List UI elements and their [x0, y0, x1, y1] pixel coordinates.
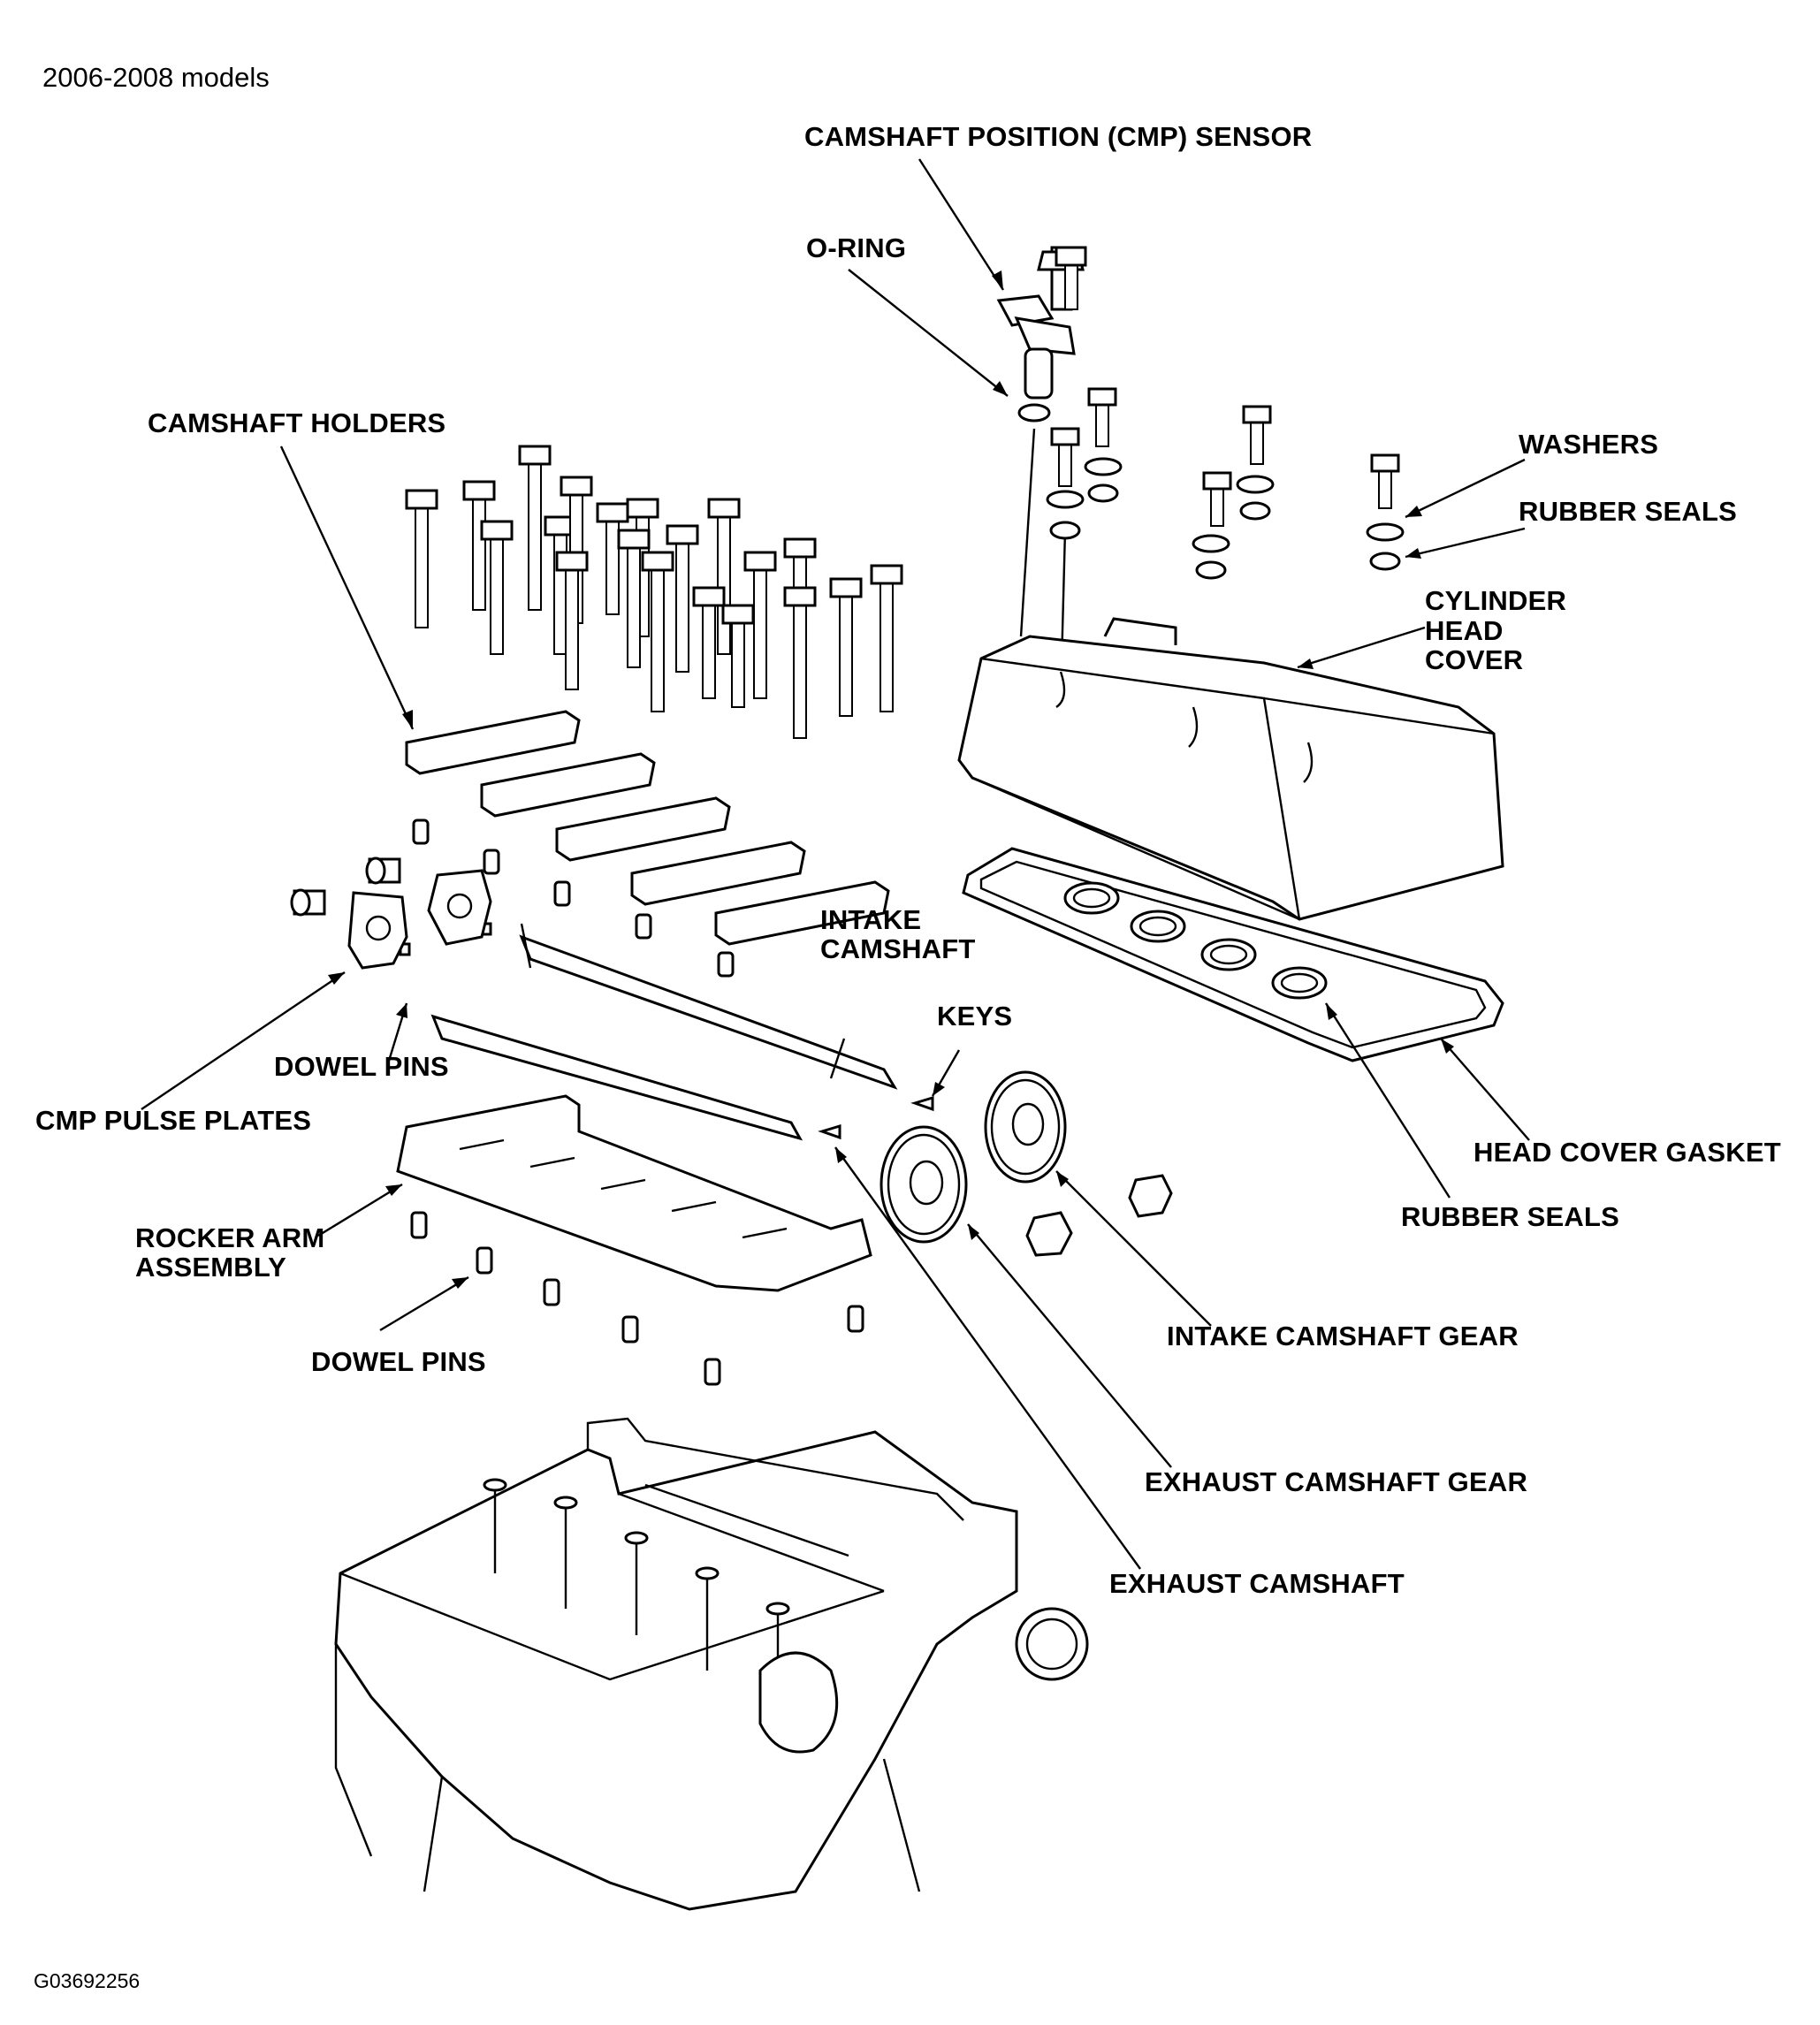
- leader-lines: [141, 158, 1530, 1570]
- gear-bolts: [1025, 1174, 1173, 1257]
- figure-id: G03692256: [34, 1969, 141, 1992]
- label-rubber-seals-bottom: RUBBER SEALS: [1401, 1201, 1619, 1232]
- label-head-cover-gasket: HEAD COVER GASKET: [1474, 1137, 1781, 1168]
- label-cylinder-head-cover-line1: CYLINDER: [1425, 585, 1567, 616]
- camshaft-holders-parts: [405, 710, 890, 946]
- exhaust-camshaft-gear-part: [880, 1125, 968, 1244]
- label-dowel-pins-lower: DOWEL PINS: [311, 1346, 486, 1377]
- label-washers: WASHERS: [1519, 429, 1659, 460]
- head-cover-gasket: [962, 847, 1504, 1062]
- label-exhaust-camshaft: EXHAUST CAMSHAFT: [1109, 1568, 1405, 1599]
- cylinder-head-part: [334, 1417, 1089, 1911]
- label-cmp-pulse-plates: CMP PULSE PLATES: [35, 1105, 312, 1136]
- label-cylinder-head-cover-line3: COVER: [1425, 644, 1524, 675]
- holder-bolts: [405, 445, 903, 739]
- intake-camshaft-gear-part: [984, 1070, 1067, 1184]
- label-rubber-seals-top: RUBBER SEALS: [1519, 496, 1737, 527]
- label-o-ring: O-RING: [806, 232, 907, 263]
- label-intake-camshaft-line1: INTAKE: [820, 904, 922, 935]
- dowel-pins-upper-parts: [399, 818, 735, 978]
- label-intake-camshaft-gear: INTAKE CAMSHAFT GEAR: [1167, 1321, 1519, 1351]
- intake-camshaft-part: [519, 923, 898, 1090]
- exhaust-camshaft-part: [430, 1014, 803, 1141]
- label-exhaust-camshaft-gear: EXHAUST CAMSHAFT GEAR: [1145, 1466, 1528, 1497]
- key-part: [910, 1095, 934, 1112]
- cylinder-head-cover: [957, 617, 1504, 921]
- label-cylinder-head-cover-line2: HEAD: [1425, 615, 1504, 646]
- key-part: [818, 1123, 841, 1140]
- rocker-arm-assembly-part: [396, 1094, 872, 1292]
- label-rocker-arm-line2: ASSEMBLY: [135, 1252, 286, 1283]
- dowel-pins-lower-parts: [410, 1211, 864, 1386]
- label-cmp-sensor: CAMSHAFT POSITION (CMP) SENSOR: [804, 121, 1313, 152]
- label-dowel-pins-upper: DOWEL PINS: [274, 1051, 449, 1082]
- cover-bolts: [1046, 246, 1405, 580]
- label-intake-camshaft-line2: CAMSHAFT: [820, 933, 976, 964]
- label-keys: KEYS: [937, 1001, 1013, 1032]
- o-ring-part: [1017, 403, 1051, 423]
- cmp-pulse-plates-parts: [290, 856, 492, 970]
- label-rocker-arm-line1: ROCKER ARM: [135, 1222, 325, 1253]
- label-camshaft-holders: CAMSHAFT HOLDERS: [148, 407, 446, 438]
- models-caption: 2006-2008 models: [42, 62, 270, 93]
